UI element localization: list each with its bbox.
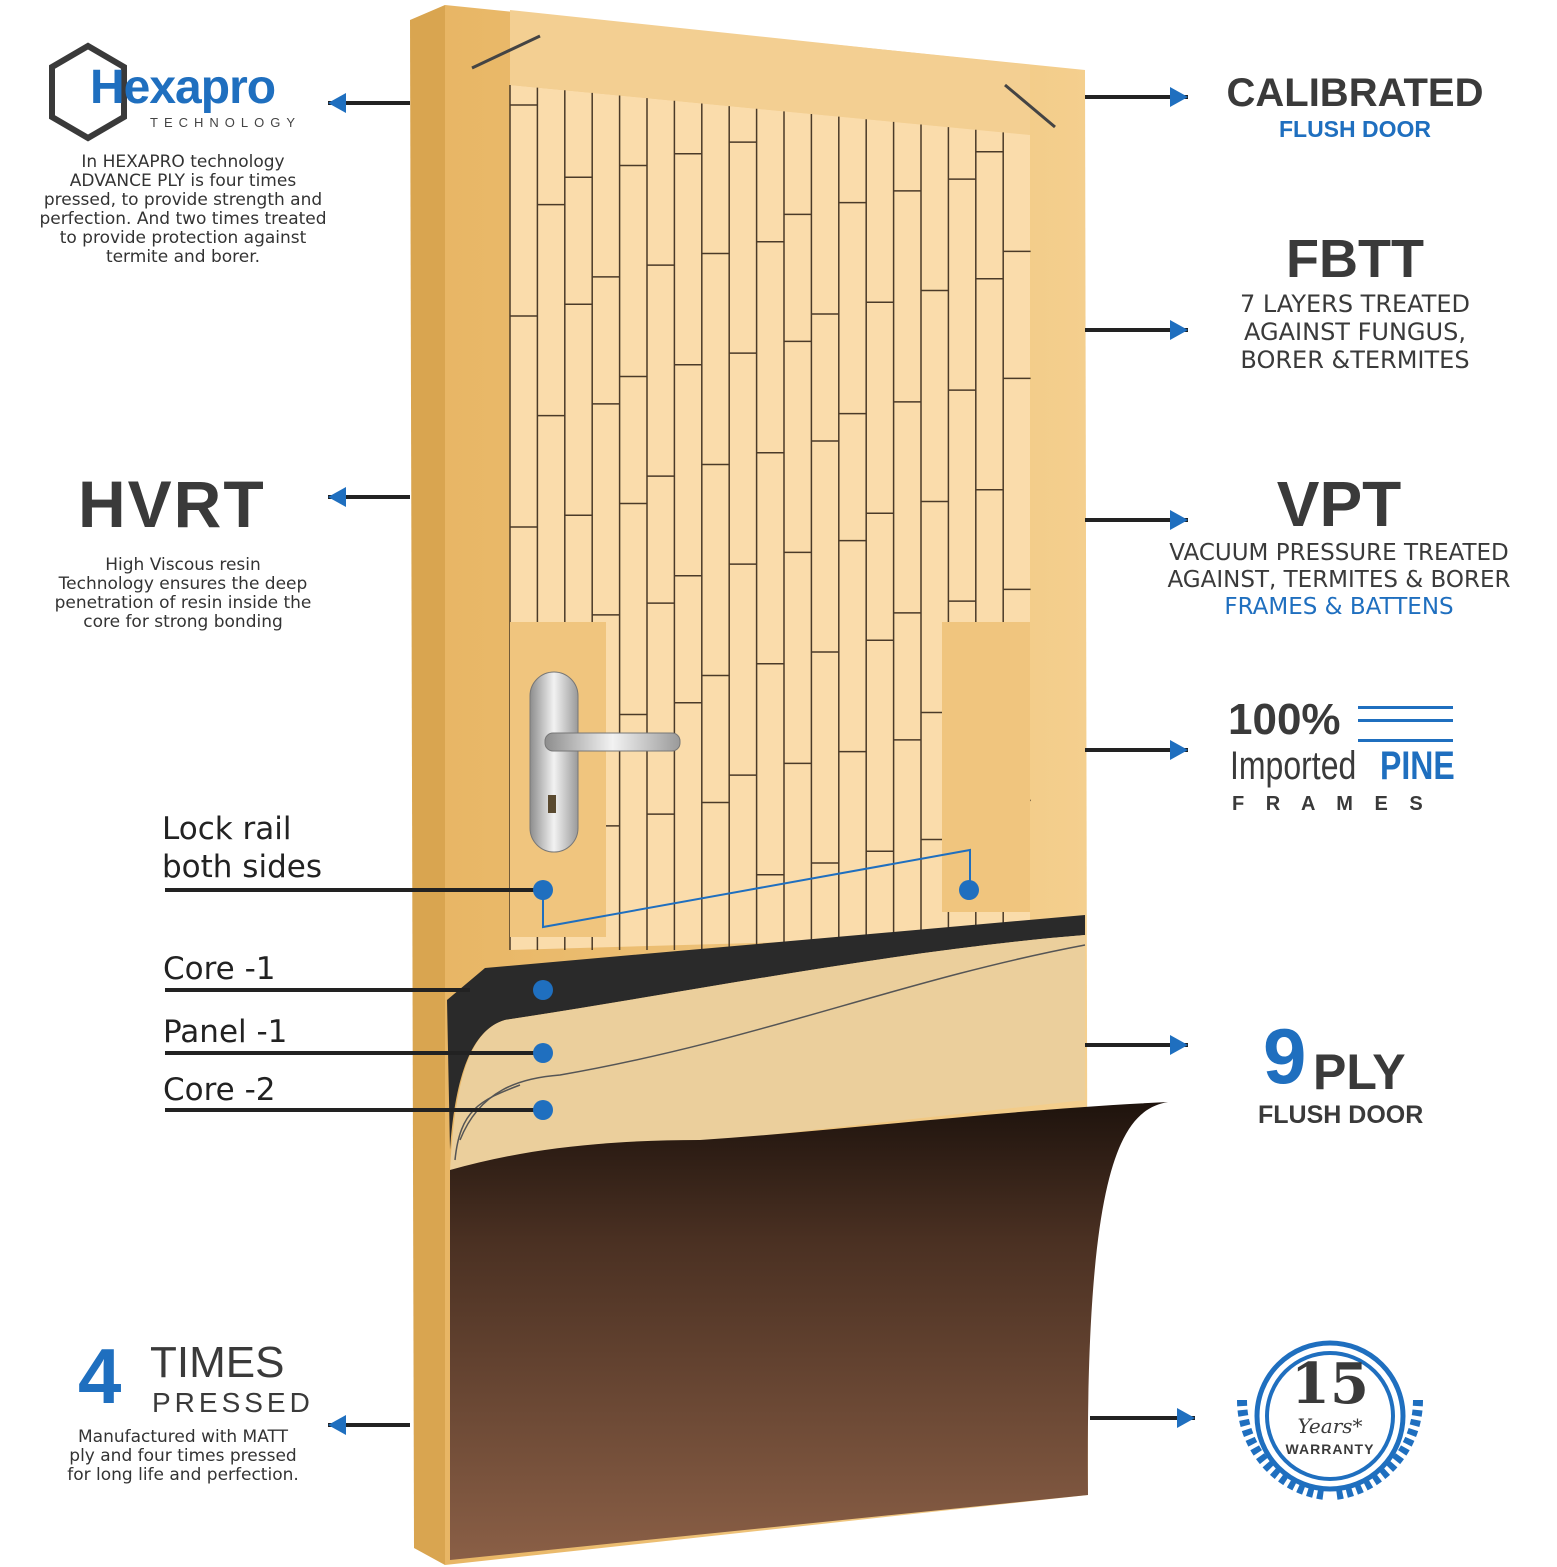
corner-nail: [471, 34, 541, 70]
label-line: both sides: [162, 849, 322, 885]
desc-line: 7 LAYERS TREATED: [1239, 290, 1471, 318]
warranty-badge: 15 Years* WARRANTY: [1230, 1330, 1430, 1505]
door-edge: [410, 5, 445, 1565]
lock-rail-connector: [542, 848, 971, 929]
vpt-line3: FRAMES & BATTENS: [1224, 594, 1454, 620]
callout-lines: [165, 888, 540, 1112]
calibrated-subtitle: FLUSH DOOR: [1278, 116, 1432, 142]
lock-rail-label: Lock rail both sides: [162, 810, 322, 886]
desc-line: AGAINST FUNGUS,: [1244, 318, 1466, 346]
panel-layer: [450, 935, 1085, 1170]
fbtt-block: FBTT 7 LAYERS TREATED AGAINST FUNGUS, BO…: [1215, 228, 1495, 374]
ply-word: PLY: [1313, 1044, 1406, 1100]
corner-nail: [1004, 83, 1056, 129]
pine-frames-block: 100% Imported PINE F R A M E S: [1228, 698, 1458, 818]
hexagon-icon: [49, 42, 127, 142]
four-number: 4: [78, 1332, 122, 1420]
desc-line: BORER &TERMITES: [1240, 346, 1470, 374]
warranty-number: 15: [1291, 1351, 1369, 1417]
pine-stripes-icon: [1358, 706, 1453, 742]
callout-dots: [533, 880, 979, 1120]
desc-line: pressed, to provide strength and: [43, 190, 323, 210]
desc-line: perfection. And two times treated: [39, 209, 327, 229]
veneer-layer: [450, 1102, 1168, 1560]
desc-line: Manufactured with MATT: [77, 1427, 288, 1447]
desc-line: penetration of resin inside the: [54, 593, 312, 613]
label-line: Lock rail: [162, 811, 292, 847]
top-rail: [510, 10, 1030, 135]
desc-line: for long life and perfection.: [67, 1465, 299, 1485]
desc-line: Technology ensures the deep: [58, 574, 308, 594]
core-1-label: Core -1: [163, 951, 276, 987]
desc-line: termite and borer.: [105, 247, 261, 267]
door-handle-icon: [529, 671, 681, 853]
vpt-line1: VACUUM PRESSURE TREATED: [1169, 540, 1509, 566]
pine-frames: F R A M E S: [1232, 793, 1431, 815]
calibrated-block: CALIBRATED FLUSH DOOR: [1215, 70, 1495, 142]
warranty-years: Years*: [1297, 1414, 1363, 1438]
pine-word: PINE: [1380, 744, 1455, 788]
hvrt-logo: HVRT: [78, 467, 266, 541]
vpt-logo: VPT: [1276, 468, 1402, 540]
calibrated-arrow-head: [1170, 87, 1188, 107]
pressed-text: PRESSED: [152, 1387, 314, 1418]
nine-number: 9: [1263, 1012, 1307, 1100]
hexapro-description: In HEXAPRO technology ADVANCE PLY is fou…: [30, 153, 336, 267]
calibrated-title: CALIBRATED: [1226, 71, 1484, 115]
core-1-layer: [447, 915, 1085, 1150]
fbtt-logo: FBTT: [1286, 229, 1424, 289]
fbtt-description: 7 LAYERS TREATED AGAINST FUNGUS, BORER &…: [1215, 290, 1495, 374]
hvrt-arrow-head: [328, 487, 346, 507]
desc-line: High Viscous resin: [105, 555, 261, 575]
desc-line: to provide protection against: [59, 228, 307, 248]
lock-block-right: [942, 622, 1030, 912]
four-times-arrow-head: [328, 1415, 346, 1435]
vpt-arrow-head: [1170, 510, 1188, 530]
panel-1-label: Panel -1: [163, 1014, 288, 1050]
four-times-description: Manufactured with MATT ply and four time…: [40, 1428, 326, 1485]
warranty-label: WARRANTY: [1285, 1441, 1375, 1457]
pine-arrow-head: [1170, 740, 1188, 760]
fbtt-arrow-head: [1170, 320, 1188, 340]
pointer-arrows: [328, 87, 1195, 1435]
vpt-block: VPT VACUUM PRESSURE TREATED AGAINST, TER…: [1150, 468, 1528, 621]
four-times-pressed-logo: 4 TIMES PRESSED: [78, 1332, 310, 1420]
vpt-line2: AGAINST, TERMITES & BORER: [1167, 567, 1511, 593]
times-text: TIMES: [150, 1338, 285, 1387]
hvrt-description: High Viscous resin Technology ensures th…: [40, 556, 326, 632]
desc-line: core for strong bonding: [83, 612, 283, 632]
desc-line: In HEXAPRO technology: [81, 152, 285, 172]
core-2-label: Core -2: [163, 1072, 276, 1108]
laurel-icon: [1237, 1340, 1423, 1500]
warranty-arrow-head: [1177, 1408, 1195, 1428]
hexapro-logo: Hexapro TECHNOLOGY: [48, 42, 338, 142]
ply-subtitle: FLUSH DOOR: [1258, 1101, 1424, 1129]
desc-line: ply and four times pressed: [69, 1446, 297, 1466]
hexapro-logo-sub: TECHNOLOGY: [150, 115, 302, 130]
pine-percent: 100%: [1228, 695, 1341, 744]
ply-arrow-head: [1170, 1035, 1188, 1055]
hexapro-logo-text: Hexapro: [90, 61, 276, 114]
core-2-edge: [459, 944, 1086, 1141]
nine-ply-block: 9 PLY FLUSH DOOR: [1255, 1015, 1455, 1135]
desc-line: ADVANCE PLY is four times: [69, 171, 297, 191]
hexapro-arrow-head: [328, 93, 346, 113]
pine-imported: Imported: [1230, 744, 1357, 788]
